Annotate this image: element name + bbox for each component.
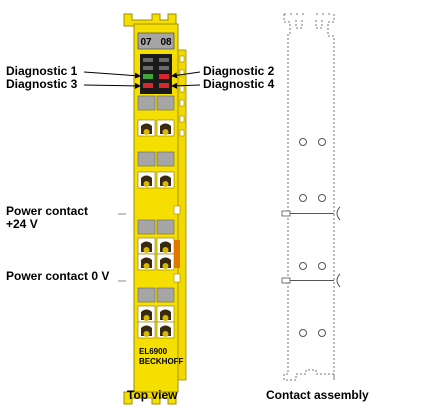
channel-right-number: 08 xyxy=(160,37,172,48)
assembly-top-notches xyxy=(295,20,323,29)
contact-pin-24v xyxy=(281,210,291,217)
label-diagnostic-1: Diagnostic 1 xyxy=(6,64,78,78)
clamp-contact xyxy=(162,247,169,253)
contact-hole xyxy=(299,329,307,337)
channel-left-number: 07 xyxy=(140,37,152,48)
clamp-contact xyxy=(143,181,150,187)
clamp-contact xyxy=(162,181,169,187)
led-diagnostic-3 xyxy=(143,83,153,88)
bottom-clip xyxy=(123,391,177,405)
release-button xyxy=(137,219,156,235)
contact-hole xyxy=(318,329,326,337)
contact-hole xyxy=(299,194,307,202)
row-notch xyxy=(173,205,181,215)
orange-marker xyxy=(174,240,180,268)
release-button xyxy=(137,151,156,167)
contact-hole xyxy=(318,194,326,202)
channel-plate xyxy=(137,32,175,50)
release-button xyxy=(156,287,175,303)
release-button xyxy=(137,287,156,303)
clamp-contact xyxy=(143,247,150,253)
led-diagnostic-2 xyxy=(159,74,169,79)
model-name: EL6900 xyxy=(139,347,168,356)
terminal-rows xyxy=(137,95,181,339)
led-placeholder xyxy=(159,58,169,62)
leader-diagnostic-2 xyxy=(171,71,201,79)
clamp-contact xyxy=(143,331,150,337)
contact-hole xyxy=(299,262,307,270)
leader-diagnostic-3 xyxy=(83,82,141,89)
contact-hole xyxy=(299,138,307,146)
label-power-contact-24v-line1: Power contact xyxy=(6,204,89,218)
contact-holes xyxy=(299,138,326,337)
led-diagnostic-1 xyxy=(143,74,153,79)
row-notch xyxy=(173,273,181,283)
contact-hole xyxy=(318,138,326,146)
led-diagnostic-4 xyxy=(159,83,169,88)
led-group xyxy=(143,58,169,88)
label-diagnostic-4: Diagnostic 4 xyxy=(203,77,275,91)
clamp-contact xyxy=(143,129,150,135)
clamp-contact xyxy=(162,129,169,135)
terminal-module xyxy=(123,13,187,405)
caption-contact-assembly: Contact assembly xyxy=(266,388,369,402)
contact-assembly xyxy=(281,13,341,381)
release-button xyxy=(156,151,175,167)
release-button xyxy=(156,95,175,111)
label-power-contact-24v-line2: +24 V xyxy=(6,217,38,231)
brand-name: BECKHOFF xyxy=(139,357,184,366)
leader-diagnostic-4 xyxy=(171,82,201,89)
leader-lines xyxy=(83,71,201,89)
clamp-contact xyxy=(162,315,169,321)
led-placeholder xyxy=(159,66,169,70)
label-strip xyxy=(138,346,174,372)
caption-top-view: Top view xyxy=(127,388,178,402)
contact-spring-24v xyxy=(336,206,341,221)
label-diagnostic-3: Diagnostic 3 xyxy=(6,77,78,91)
clamp-contact xyxy=(162,263,169,269)
release-button xyxy=(137,95,156,111)
side-strip xyxy=(177,49,187,381)
label-power-contact-0v: Power contact 0 V xyxy=(6,269,110,283)
contact-hole xyxy=(318,262,326,270)
clamp-contact xyxy=(143,263,150,269)
clamp-contact xyxy=(143,315,150,321)
led-placeholder xyxy=(143,58,153,62)
clamp-contact xyxy=(162,331,169,337)
contact-pin-0v xyxy=(281,277,291,284)
assembly-outline xyxy=(283,14,335,381)
led-placeholder xyxy=(143,66,153,70)
release-button xyxy=(156,219,175,235)
leader-diagnostic-1 xyxy=(83,71,141,79)
contact-spring-0v xyxy=(336,273,341,288)
label-diagnostic-2: Diagnostic 2 xyxy=(203,64,275,78)
